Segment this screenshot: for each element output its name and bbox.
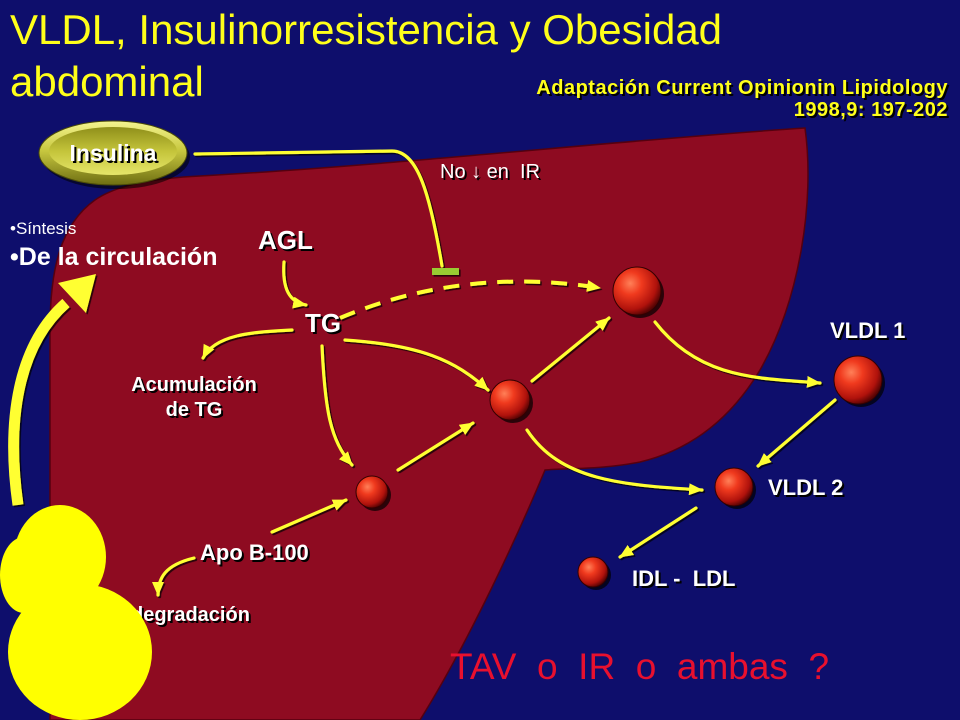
bullet-from-circulation: De la circulación: [10, 243, 218, 272]
question-text: TAV o IR o ambas ?: [450, 646, 830, 687]
reference-line-2: 1998,9: 197-202: [793, 99, 948, 121]
liver-shape: [49, 127, 809, 720]
particle-vldl2: [714, 467, 756, 509]
agl-label: AGL: [258, 225, 313, 255]
arrow-tg-to-small-particle: [320, 344, 354, 467]
reference-citation: Adaptación Current Opinionin Lipidology …: [536, 77, 948, 121]
accumulation-line-2: de TG: [165, 399, 223, 421]
particle-medium: [489, 379, 533, 423]
arrow-tg-to-accumulation: [201, 328, 294, 360]
arrow-tg-to-medium-particle: [343, 338, 490, 392]
idl-ldl-label: IDL - LDL: [632, 566, 736, 591]
accumulation-line-1: Acumulación: [131, 374, 257, 396]
arrow-small-to-medium-particle: [396, 421, 475, 472]
insulina-inner: [49, 127, 177, 175]
inhibition-note: No ↓ en IR: [440, 161, 541, 183]
particle-idl-ldl: [577, 556, 611, 590]
reference-line-1: Adaptación Current Opinionin Lipidology: [536, 77, 948, 99]
degradation-label: degradación: [131, 604, 250, 626]
arrow-medium-to-vldl2: [525, 428, 704, 496]
vldl2-label: VLDL 2: [768, 475, 844, 500]
arrow-agl-to-tg: [282, 260, 308, 309]
particle-small: [355, 475, 391, 511]
arrow-large-to-vldl1: [653, 320, 822, 388]
particle-vldl1: [833, 355, 885, 407]
vldl1-label: VLDL 1: [830, 318, 906, 343]
tg-label: TG: [305, 308, 342, 338]
insulina-button: [38, 120, 190, 189]
arrow-vldl2-to-idl-ldl: [618, 506, 698, 559]
dashed-arrow-tg-to-large-particle: [339, 279, 601, 320]
arrow-vldl1-to-vldl2: [756, 398, 837, 468]
accumulation-label: Acumulación de TG: [114, 373, 274, 423]
arrow-medium-to-large-particle: [530, 316, 611, 383]
arrow-apo-to-degradation: [152, 556, 196, 597]
inhibition-bar: [432, 268, 459, 275]
insulin-inhibition-line: [193, 149, 444, 268]
arrow-apo-to-small-particle: [270, 498, 348, 534]
apo-b100-label: Apo B-100: [200, 540, 309, 565]
big-curved-arrow: [8, 298, 70, 506]
slide-title: VLDL, Insulinorresistencia y Obesidad ab…: [10, 6, 723, 105]
big-curved-arrow-head: [58, 274, 96, 313]
particle-large: [612, 266, 664, 318]
insulina-label: Insulina: [69, 139, 157, 166]
bullet-synthesis: Síntesis: [10, 219, 76, 239]
arrows: [8, 149, 837, 597]
